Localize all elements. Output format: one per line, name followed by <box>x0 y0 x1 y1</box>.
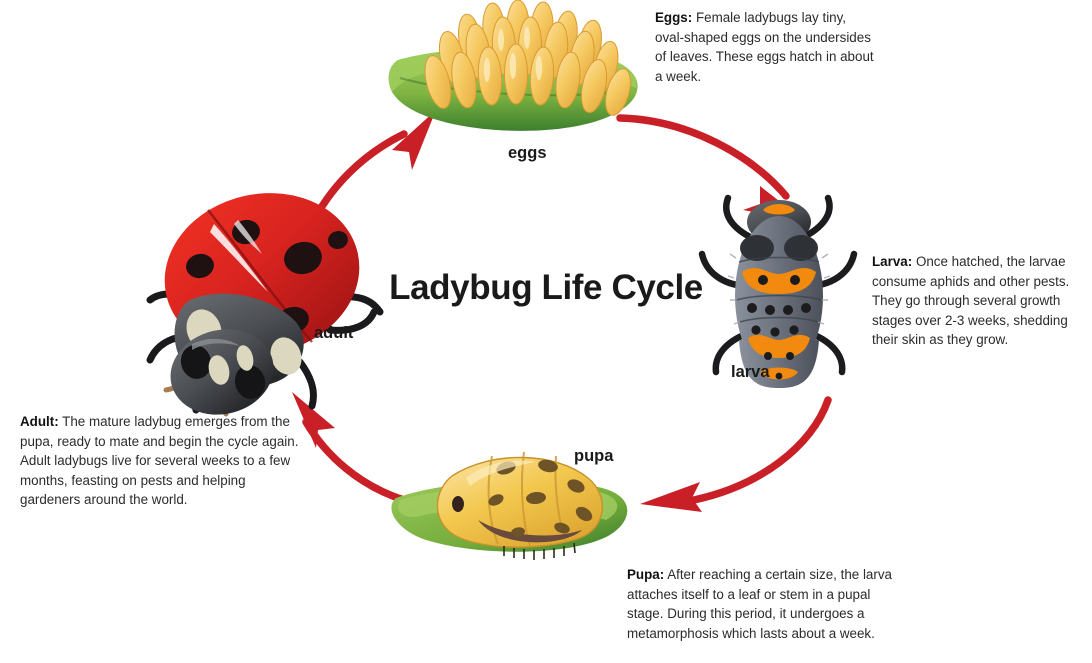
stage-label-larva: larva <box>731 363 770 381</box>
stage-label-adult: adult <box>314 324 354 342</box>
description-heading-eggs: Eggs: <box>655 10 693 25</box>
description-eggs: Eggs: Female ladybugs lay tiny, oval-sha… <box>655 8 875 86</box>
description-pupa: Pupa: After reaching a certain size, the… <box>627 565 895 643</box>
description-body-eggs: Female ladybugs lay tiny, oval-shaped eg… <box>655 10 874 84</box>
arrow-adult-to-eggs <box>287 110 436 356</box>
description-heading-larva: Larva: <box>872 254 913 269</box>
egg-cluster-on-leaf-icon <box>388 0 638 131</box>
arrow-pupa-to-adult <box>292 392 408 504</box>
stage-label-pupa: pupa <box>574 447 614 465</box>
pupa-on-leaf-icon <box>391 451 628 560</box>
description-adult: Adult: The mature ladybug emerges from t… <box>20 412 300 510</box>
arrow-larva-to-pupa <box>640 396 832 512</box>
page-title: Ladybug Life Cycle <box>389 268 703 307</box>
description-body-adult: The mature ladybug emerges from the pupa… <box>20 414 299 508</box>
arrow-eggs-to-larva <box>616 114 806 222</box>
description-heading-adult: Adult: <box>20 414 59 429</box>
description-body-pupa: After reaching a certain size, the larva… <box>627 567 892 641</box>
description-larva: Larva: Once hatched, the larvae consume … <box>872 252 1084 350</box>
description-body-larva: Once hatched, the larvae consume aphids … <box>872 254 1070 348</box>
stage-label-eggs: eggs <box>508 144 547 162</box>
description-heading-pupa: Pupa: <box>627 567 665 582</box>
